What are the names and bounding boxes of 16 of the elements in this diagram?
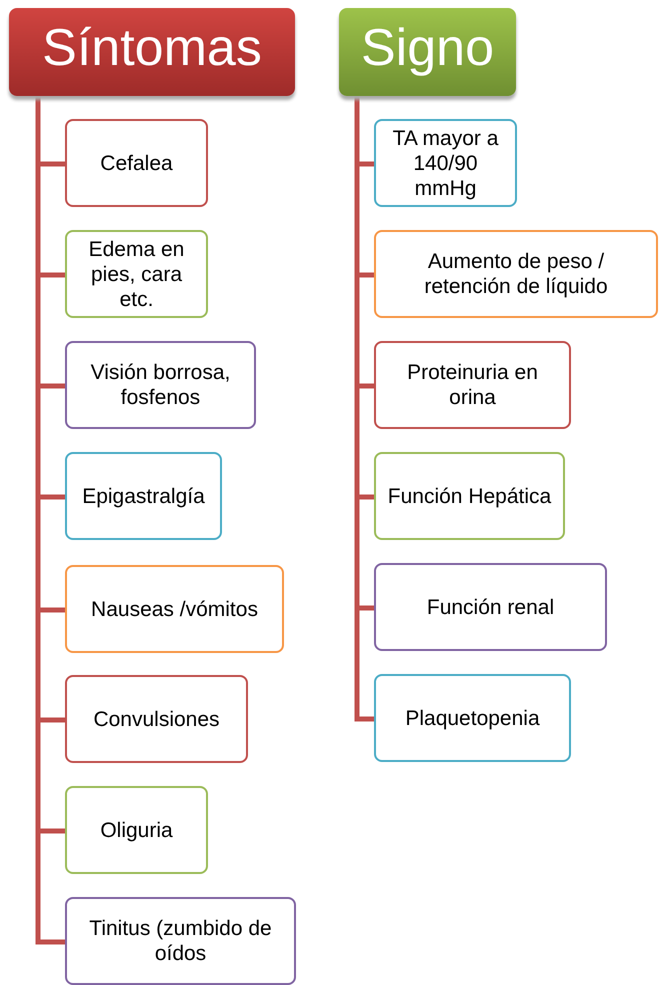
item-box: Oliguria [65, 786, 208, 874]
item-box: Proteinuria en orina [374, 341, 571, 429]
item-box: Convulsiones [65, 675, 248, 763]
item-box: Edema en pies, cara etc. [65, 230, 208, 318]
item-box: Epigastralgía [65, 452, 222, 540]
item-box: Función renal [374, 563, 607, 651]
item-box: Aumento de peso / retención de líquido [374, 230, 658, 318]
item-box: Cefalea [65, 119, 208, 207]
item-box: Tinitus (zumbido de oídos [65, 897, 296, 985]
category-header: Síntomas [9, 8, 295, 96]
item-box: Visión borrosa, fosfenos [65, 341, 256, 429]
item-box: Función Hepática [374, 452, 565, 540]
item-box: TA mayor a 140/90 mmHg [374, 119, 517, 207]
item-box: Nauseas /vómitos [65, 565, 284, 653]
item-box: Plaquetopenia [374, 674, 571, 762]
category-header: Signo [339, 8, 516, 96]
